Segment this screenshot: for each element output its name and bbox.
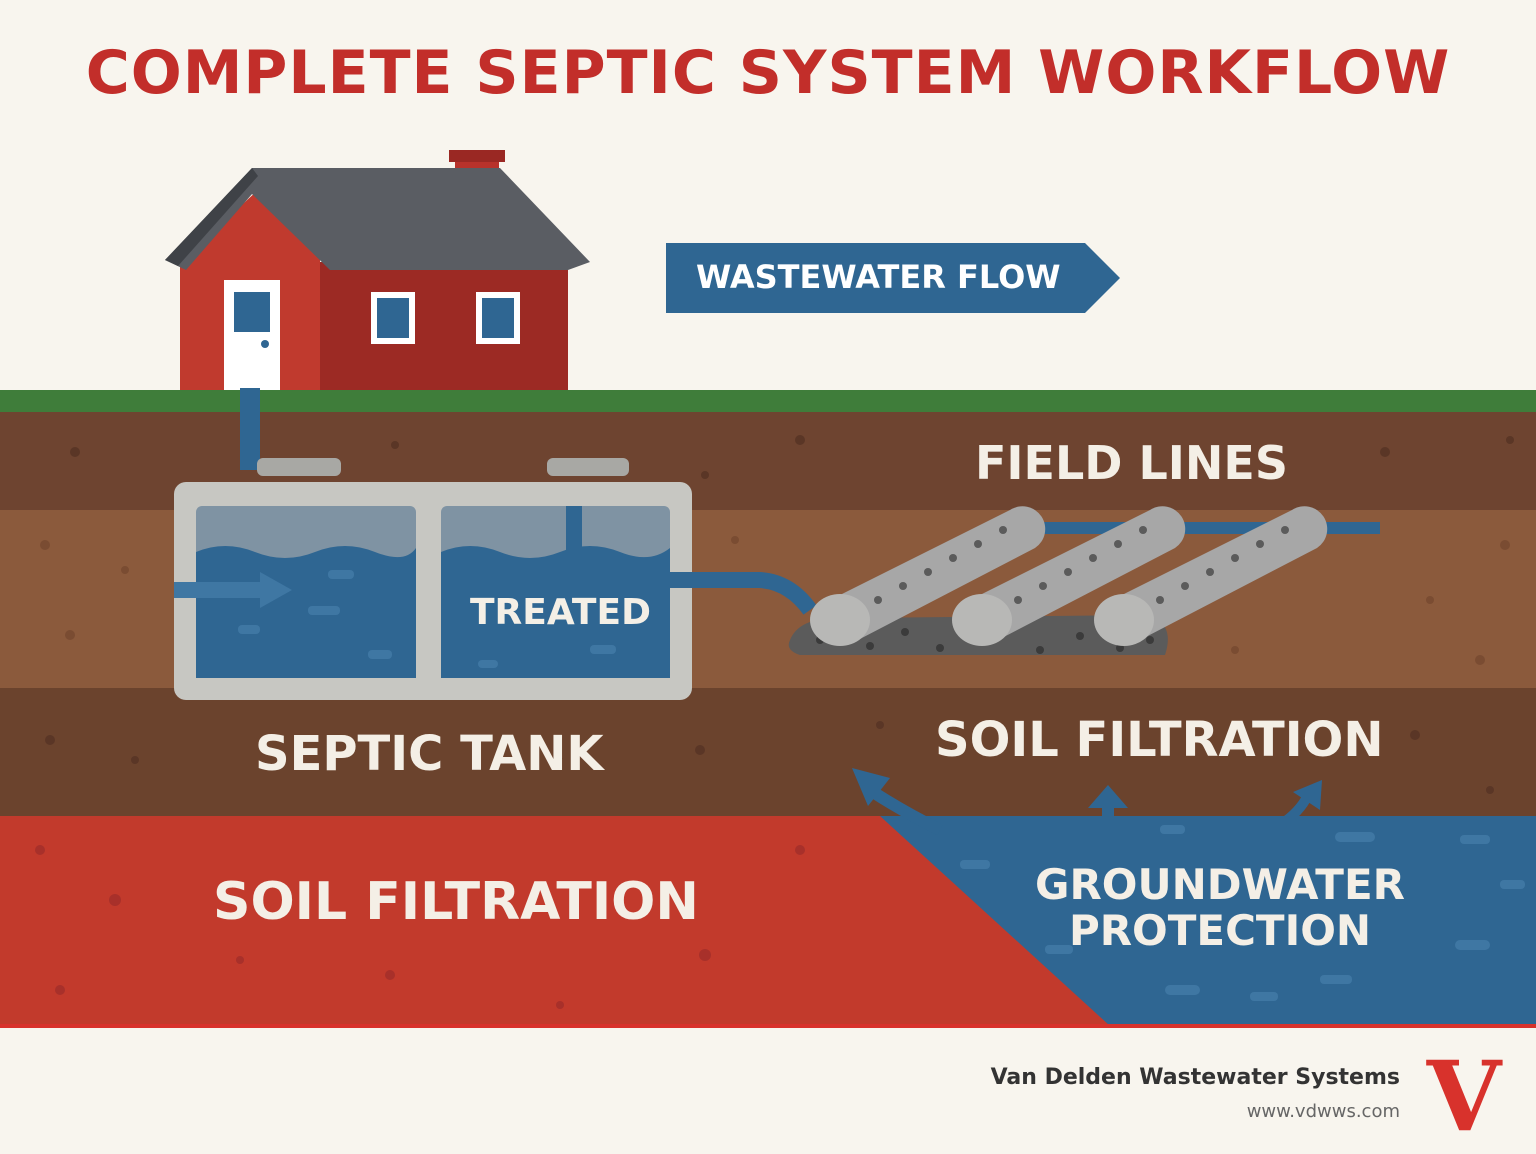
- house-side-wall: [320, 262, 568, 390]
- soil-speckles-top: [70, 435, 1514, 479]
- soil-filtration-label-lower: SOIL FILTRATION: [213, 872, 699, 932]
- roof: [165, 168, 590, 270]
- tank-lid-right: [547, 458, 629, 476]
- red-layer-speckles: [35, 845, 805, 1009]
- septic-tank: [174, 458, 692, 700]
- soil-speckles-middle: [40, 536, 1510, 665]
- grass-line: [0, 390, 1536, 412]
- company-logo: V: [1426, 1040, 1503, 1153]
- field-pipe-2: [952, 506, 1186, 646]
- groundwater-body: [880, 816, 1536, 1026]
- soil-filtration-label-upper: SOIL FILTRATION: [935, 712, 1384, 768]
- tank-lid-left: [257, 458, 341, 476]
- wastewater-flow-label: WASTEWATER FLOW: [696, 258, 1061, 296]
- bottom-rule: [0, 1024, 1536, 1028]
- company-url[interactable]: www.vdwws.com: [1246, 1101, 1400, 1122]
- soil-layer-deep: [0, 688, 1536, 816]
- soil-speckles-deep: [45, 721, 1494, 794]
- field-pipe-1: [810, 506, 1046, 646]
- field-lines-label: FIELD LINES: [975, 436, 1288, 490]
- tank-inflow-arrow: [174, 572, 292, 608]
- filtration-arrows: [852, 768, 1322, 860]
- svg-text:V: V: [1426, 1040, 1503, 1153]
- groundwater-protection-label: GROUNDWATER PROTECTION: [1034, 860, 1405, 956]
- groundwater-dashes: [960, 825, 1525, 1001]
- treated-label: TREATED: [470, 592, 651, 633]
- house: [165, 150, 590, 390]
- wastewater-flow-arrow: [666, 243, 1120, 313]
- septic-tank-label: SEPTIC TANK: [255, 726, 604, 782]
- company-name: Van Delden Wastewater Systems: [990, 1065, 1400, 1090]
- outlet-pipe: [636, 572, 817, 615]
- page-title: COMPLETE SEPTIC SYSTEM WORKFLOW: [85, 38, 1451, 108]
- field-pipe-3: [1094, 506, 1328, 646]
- tank-water-second-chamber: [441, 546, 670, 678]
- tank-water-first-chamber: [196, 546, 416, 678]
